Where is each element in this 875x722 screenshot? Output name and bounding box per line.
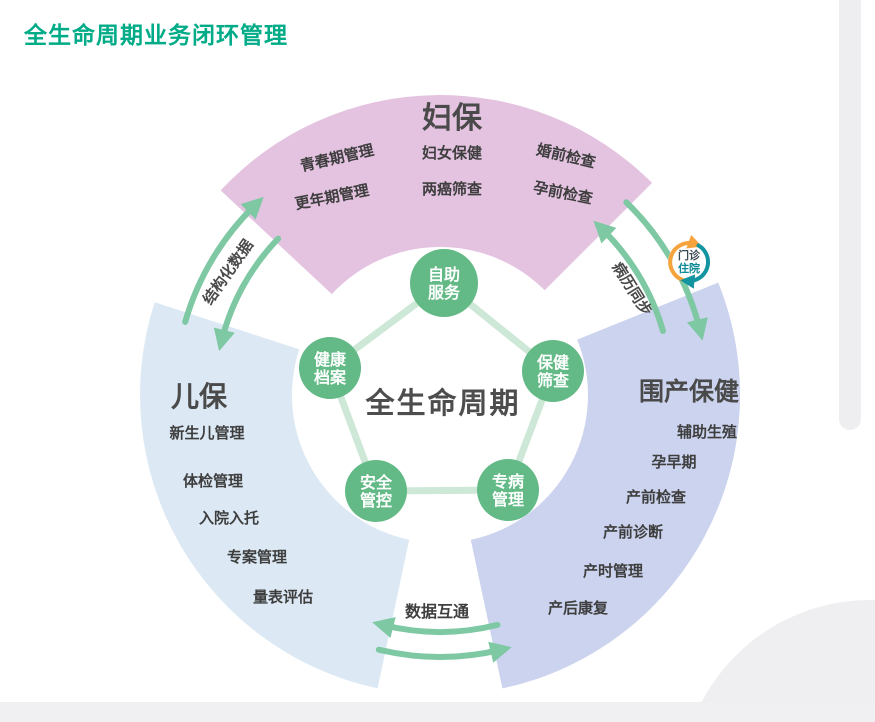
sector-arc-perinatal	[470, 282, 741, 689]
sector-arc-maternal	[220, 95, 653, 295]
sector-item: 专案管理	[227, 548, 287, 566]
center-label: 全生命周期	[364, 386, 520, 420]
node-self-service	[410, 249, 478, 317]
node-label: 安全	[360, 473, 393, 492]
node-label: 专病	[492, 472, 524, 491]
arrow-child-to-perinatal	[375, 641, 512, 663]
sector-item: 新生儿管理	[169, 424, 244, 442]
node-label: 档案	[314, 368, 347, 387]
sector-item: 入院入托	[199, 509, 259, 527]
node-label: 健康	[314, 350, 347, 369]
sector-item: 产前检查	[626, 488, 687, 506]
cycle-badge-teal-arrow-icon	[680, 243, 711, 289]
sector-item: 辅助生殖	[677, 423, 737, 441]
sector-item: 体检管理	[183, 472, 243, 490]
sector-item: 产时管理	[583, 562, 643, 580]
arrow-perinatal-to-maternal	[593, 220, 666, 334]
arrow-child-to-maternal	[182, 196, 264, 325]
node-safety-control	[345, 460, 407, 522]
page-title: 全生命周期业务闭环管理	[24, 22, 288, 48]
node-label: 服务	[428, 283, 461, 302]
node-label: 自助	[428, 265, 460, 284]
sector-title-perinatal: 围产保健	[639, 377, 739, 406]
background-bottom-strip	[0, 702, 875, 722]
sector-item: 量表评估	[253, 588, 313, 606]
sector-arc-child	[140, 302, 410, 689]
node-label: 保健	[536, 353, 569, 372]
background-right-bar	[839, 0, 861, 430]
node-health-archive	[299, 337, 361, 399]
connector-label-data-interop: 数据互通	[405, 602, 469, 621]
sector-item: 妇女保健	[421, 144, 482, 162]
cycle-badge-label-outpatient: 门诊	[678, 248, 701, 262]
sector-item: 产后康复	[548, 599, 609, 617]
sector-title-child: 儿保	[171, 381, 228, 412]
sector-title-maternal: 妇保	[422, 102, 483, 135]
node-label: 筛查	[537, 371, 569, 390]
node-label: 管控	[360, 491, 392, 510]
node-health-screening	[522, 340, 584, 402]
arrow-maternal-to-child	[213, 235, 282, 352]
node-disease-management	[477, 459, 539, 521]
sector-item: 孕早期	[651, 453, 696, 471]
arrow-perinatal-to-child	[372, 617, 501, 638]
node-label: 管理	[492, 490, 524, 509]
sector-item: 产前诊断	[603, 523, 663, 541]
sector-item: 两癌筛查	[422, 180, 483, 198]
cycle-badge-orange-arrow-icon	[668, 234, 703, 283]
cycle-badge-label-inpatient: 住院	[678, 261, 700, 275]
cycle-badge-background	[668, 241, 710, 283]
